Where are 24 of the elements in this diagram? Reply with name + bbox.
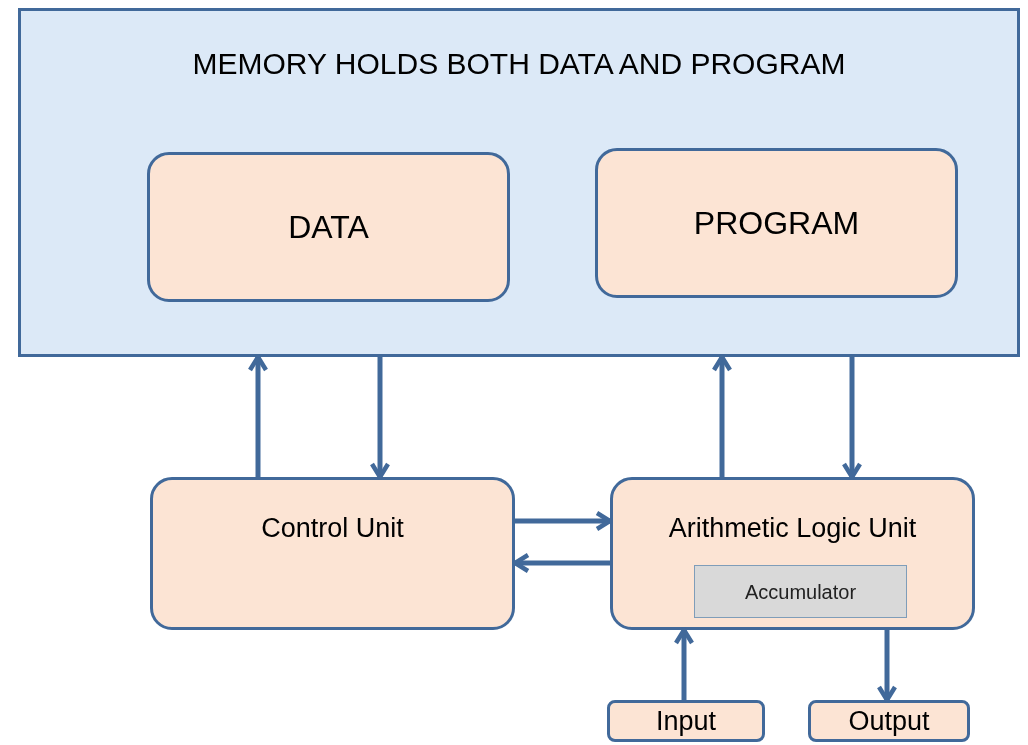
- node-label: PROGRAM: [693, 204, 860, 243]
- io-box: [607, 700, 765, 742]
- memory-section-box: [147, 152, 510, 302]
- arrow: [711, 354, 733, 477]
- arrow: [673, 627, 695, 700]
- node-label: Control Unit: [261, 512, 404, 545]
- register-box: [694, 565, 907, 618]
- arrow: [876, 630, 898, 703]
- unit-box: [610, 477, 975, 630]
- node-label: Output: [848, 704, 930, 738]
- node-label: Input: [655, 704, 717, 738]
- memory-box: [18, 8, 1020, 357]
- arrow: [512, 552, 610, 574]
- node-label: DATA: [288, 208, 369, 247]
- node-label: Arithmetic Logic Unit: [668, 512, 917, 545]
- arrow: [515, 510, 613, 532]
- memory-section-box: [595, 148, 958, 298]
- arrow: [369, 357, 391, 480]
- arrow: [841, 357, 863, 480]
- unit-box: [150, 477, 515, 630]
- arrow: [247, 354, 269, 477]
- node-label: Accumulator: [744, 579, 857, 605]
- io-box: [808, 700, 970, 742]
- node-label: MEMORY HOLDS BOTH DATA AND PROGRAM: [192, 46, 846, 82]
